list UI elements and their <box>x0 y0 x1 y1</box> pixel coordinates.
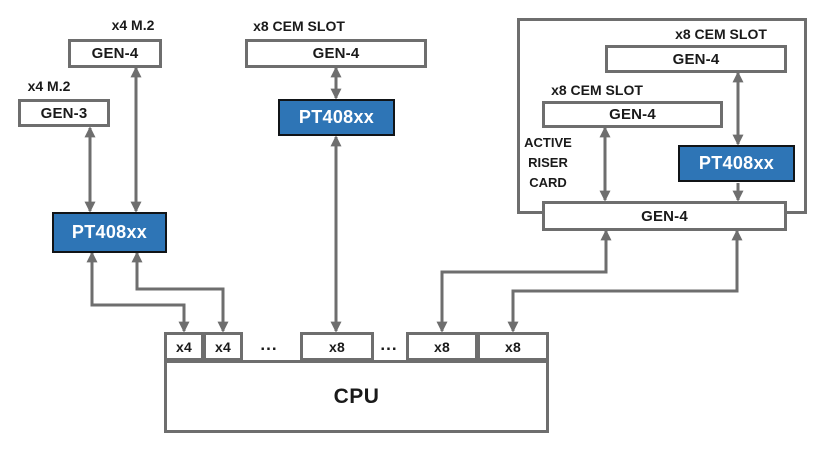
riser-top-cem-tag: x8 CEM SLOT <box>675 26 767 42</box>
connector-riser-edge-to-cpu-x8-3 <box>507 229 743 333</box>
pt408xx-switch-mid: PT408xx <box>278 99 395 136</box>
riser-edge-connector-box: GEN-4 <box>542 201 787 231</box>
cpu-port-x8-2: x8 <box>406 332 478 361</box>
cem-slot-mid-tag: x8 CEM SLOT <box>253 18 345 34</box>
cpu-port-x8-3: x8 <box>477 332 549 361</box>
cpu-port-x8-1: x8 <box>300 332 374 361</box>
cem-slot-mid-box: GEN-4 <box>245 39 427 68</box>
cpu-ports-ellipsis-1: ... <box>260 335 278 354</box>
riser-left-cem-box: GEN-4 <box>542 101 723 128</box>
m2-gen4-slot-tag: x4 M.2 <box>111 17 155 33</box>
m2-gen4-slot-box: GEN-4 <box>68 39 162 68</box>
caption-line-riser: RISER <box>528 155 568 170</box>
cpu-port-x4-2: x4 <box>203 332 243 361</box>
riser-top-cem-box: GEN-4 <box>605 45 787 73</box>
m2-gen3-slot-box: GEN-3 <box>18 99 110 127</box>
caption-line-active: ACTIVE <box>524 135 572 150</box>
cpu-ports-ellipsis-2: ... <box>380 335 398 354</box>
pt408xx-switch-riser: PT408xx <box>678 145 795 182</box>
connector-riser-edge-to-cpu-x8-2 <box>436 229 612 333</box>
cpu-box: CPU <box>164 360 549 433</box>
pt408xx-switch-left: PT408xx <box>52 212 167 253</box>
connector-left-switch-to-cpu-x4-2 <box>131 251 229 333</box>
cpu-port-x4-1: x4 <box>164 332 204 361</box>
riser-left-cem-tag: x8 CEM SLOT <box>551 82 643 98</box>
m2-gen3-slot-tag: x4 M.2 <box>27 78 71 94</box>
active-riser-card-caption: ACTIVE RISER CARD <box>517 133 579 193</box>
caption-line-card: CARD <box>529 175 567 190</box>
